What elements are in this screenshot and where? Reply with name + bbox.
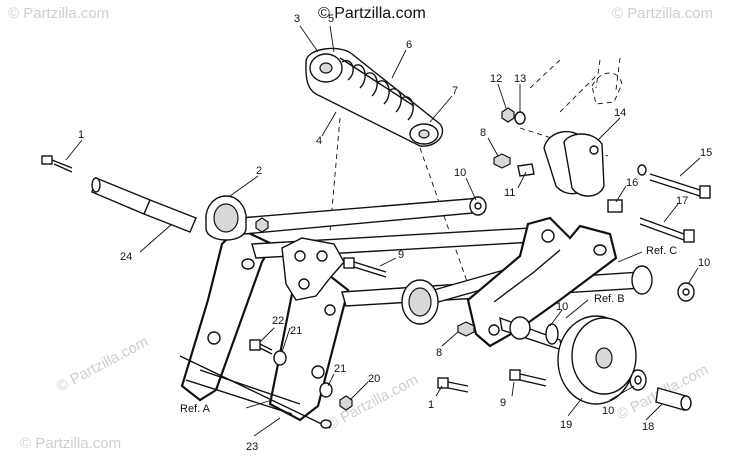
nut-20 [339, 395, 353, 411]
callout-6: 6 [406, 39, 412, 51]
spacer-11 [517, 163, 535, 177]
washer-21-a [273, 350, 287, 366]
ref-c: Ref. C [646, 245, 677, 257]
callout-12: 12 [490, 73, 502, 85]
washer-10-c [545, 323, 559, 345]
callout-10-d: 10 [602, 405, 614, 417]
callout-21-a: 21 [290, 325, 302, 337]
callout-9-bottom: 9 [500, 397, 506, 409]
front-arm-assembly [466, 216, 618, 352]
callout-10-c: 10 [556, 301, 568, 313]
callout-18: 18 [642, 421, 654, 433]
callout-17: 17 [676, 195, 688, 207]
callout-2: 2 [256, 165, 262, 177]
bolt-22 [249, 339, 273, 355]
bushing-center [401, 279, 439, 325]
tube-24 [91, 177, 197, 233]
bracket-14 [543, 130, 605, 197]
upper-mount-bolt [591, 57, 623, 105]
leader-lines [65, 25, 701, 437]
washer-10-b [677, 282, 695, 302]
callout-20: 20 [368, 373, 380, 385]
watermark-top-right: © Partzilla.com [612, 5, 713, 22]
callout-8-bottom: 8 [436, 347, 442, 359]
nut-8-bottom [457, 321, 475, 337]
callout-19: 19 [560, 419, 572, 431]
spacer-18 [655, 387, 692, 411]
watermark-mid-left: © Partzilla.com [54, 333, 151, 395]
callout-5: 5 [328, 13, 334, 25]
callout-22: 22 [272, 315, 284, 327]
callout-13: 13 [514, 73, 526, 85]
rear-arm-assembly [179, 226, 350, 429]
ref-b: Ref. B [594, 293, 625, 305]
washer-13 [514, 111, 526, 125]
bushing-2 [205, 195, 247, 241]
shock-absorber [305, 47, 444, 147]
callout-9-mid: 9 [398, 249, 404, 261]
watermark-bottom-left: © Partzilla.com [20, 435, 121, 452]
watermark-top-left: © Partzilla.com [8, 5, 109, 22]
nut-8-top [493, 153, 511, 169]
callout-14: 14 [614, 107, 626, 119]
spacer-16 [607, 199, 623, 213]
ref-a: Ref. A [180, 403, 211, 415]
bolt-9-mid [343, 257, 387, 278]
bolt-17 [639, 217, 695, 243]
callout-16: 16 [626, 177, 638, 189]
callout-24: 24 [120, 251, 132, 263]
callout-8-top: 8 [480, 127, 486, 139]
callout-10-a: 10 [454, 167, 466, 179]
bolt-1-bottom [437, 377, 469, 393]
callout-4: 4 [316, 135, 322, 147]
mount-plate [281, 237, 345, 301]
bolt-1-top [41, 155, 73, 173]
callout-1-top: 1 [78, 129, 84, 141]
callout-21-b: 21 [334, 363, 346, 375]
callout-15: 15 [700, 147, 712, 159]
copyright-notice: © Partzilla.com [318, 5, 426, 22]
callout-11: 11 [504, 187, 515, 199]
callout-7: 7 [452, 85, 458, 97]
callout-23: 23 [246, 441, 258, 453]
callout-10-b: 10 [698, 257, 710, 269]
nut-12 [501, 107, 515, 123]
callout-1-bottom: 1 [428, 399, 434, 411]
bolt-9-bottom [509, 369, 547, 387]
washer-10-a [469, 196, 487, 216]
washer-21-b [319, 382, 333, 398]
nut-center-small [255, 217, 269, 233]
wheel-19 [557, 315, 637, 405]
callout-3: 3 [294, 13, 300, 25]
bolt-15 [637, 164, 711, 199]
